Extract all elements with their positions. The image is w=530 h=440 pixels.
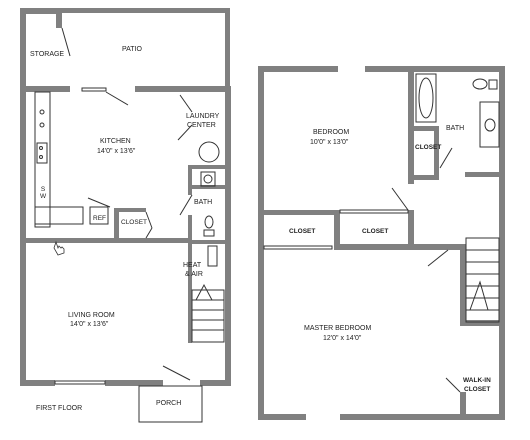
first-floor-walls xyxy=(20,8,231,386)
bath-label: BATH xyxy=(194,199,213,206)
master-label: MASTER BEDROOM xyxy=(304,325,372,332)
bedroom-label: BEDROOM xyxy=(313,129,350,136)
second-floor-walls xyxy=(258,66,505,420)
storage-label: STORAGE xyxy=(30,51,65,58)
hand-cursor-icon xyxy=(53,240,65,256)
closet-mid-label: CLOSET xyxy=(362,228,389,235)
living-label: LIVING ROOM xyxy=(68,312,115,319)
porch-label: PORCH xyxy=(156,400,182,407)
range-mark: S W xyxy=(40,186,47,200)
heat-label-1: HEAT xyxy=(183,262,202,269)
laundry-label-1: LAUNDRY xyxy=(186,113,220,120)
walkin-label-1: WALK-IN xyxy=(463,377,491,384)
bath-label-2: BATH xyxy=(446,125,465,132)
closet-label: CLOSET xyxy=(121,219,148,226)
laundry-label-2: CENTER xyxy=(187,122,216,129)
walkin-label-2: CLOSET xyxy=(464,386,491,393)
closet-left-label: CLOSET xyxy=(289,228,316,235)
master-dim: 12'0" x 14'0" xyxy=(323,335,362,342)
second-floor-fixtures xyxy=(263,73,500,393)
kitchen-label: KITCHEN xyxy=(100,138,131,145)
heat-label-2: & AIR xyxy=(185,271,203,278)
first-floor-caption: FIRST FLOOR xyxy=(36,405,83,412)
first-floor-fixtures xyxy=(34,27,225,423)
bedroom-dim: 10'0" x 13'0" xyxy=(310,139,349,146)
closet-bath-label: CLOSET xyxy=(415,144,442,151)
kitchen-dim: 14'0" x 13'6" xyxy=(97,148,136,155)
ref-label: REF xyxy=(93,215,106,222)
living-dim: 14'0" x 13'6" xyxy=(70,321,109,328)
patio-label: PATIO xyxy=(122,46,142,53)
